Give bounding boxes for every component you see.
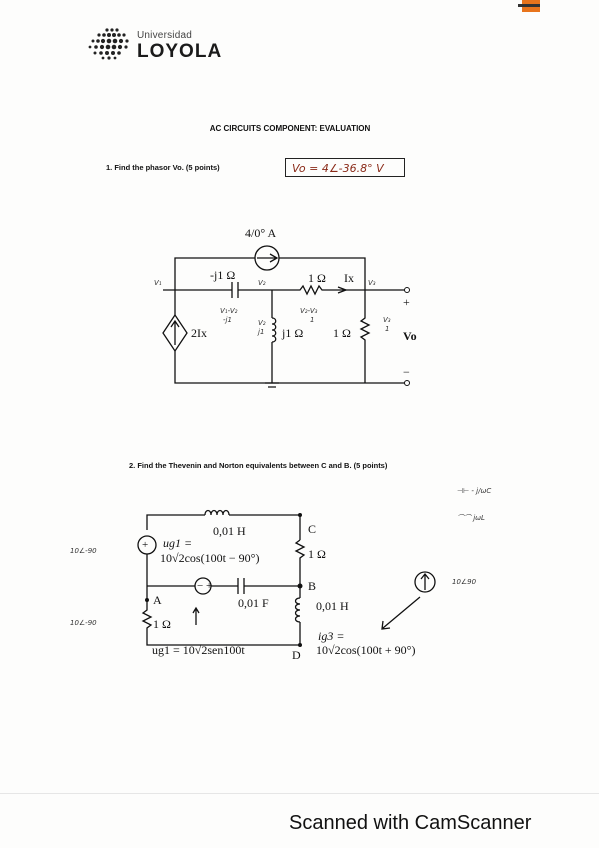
question-1-text: 1. Find the phasor Vo. (5 points) bbox=[106, 163, 220, 172]
logo-dots-icon bbox=[88, 28, 129, 60]
svg-text:+: + bbox=[142, 539, 148, 551]
question-2-text: 2. Find the Thevenin and Norton equivale… bbox=[129, 461, 388, 470]
current-source-ig3-icon bbox=[414, 571, 436, 593]
top-inductor-icon bbox=[204, 509, 230, 516]
corner-mark-icon bbox=[518, 0, 540, 12]
svg-text:− +: − + bbox=[197, 580, 212, 592]
corner-mark bbox=[516, 0, 542, 14]
resistor-top-icon bbox=[272, 284, 345, 296]
logo-university-name: LOYOLA bbox=[137, 41, 223, 62]
answer-box: Vo = 4∠-36.8° V bbox=[285, 158, 405, 177]
footer-divider bbox=[0, 793, 599, 794]
university-logo bbox=[85, 26, 135, 62]
inductor-j1-icon bbox=[271, 317, 277, 343]
capacitor-1-icon bbox=[215, 282, 272, 298]
page-title: AC CIRCUITS COMPONENT: EVALUATION bbox=[209, 124, 371, 133]
scanner-footer: Scanned with CamScanner bbox=[289, 812, 532, 834]
ix-arrow-icon bbox=[337, 286, 348, 294]
logo-university-text: Universidad bbox=[137, 30, 193, 41]
right-inductor-icon bbox=[294, 597, 301, 623]
